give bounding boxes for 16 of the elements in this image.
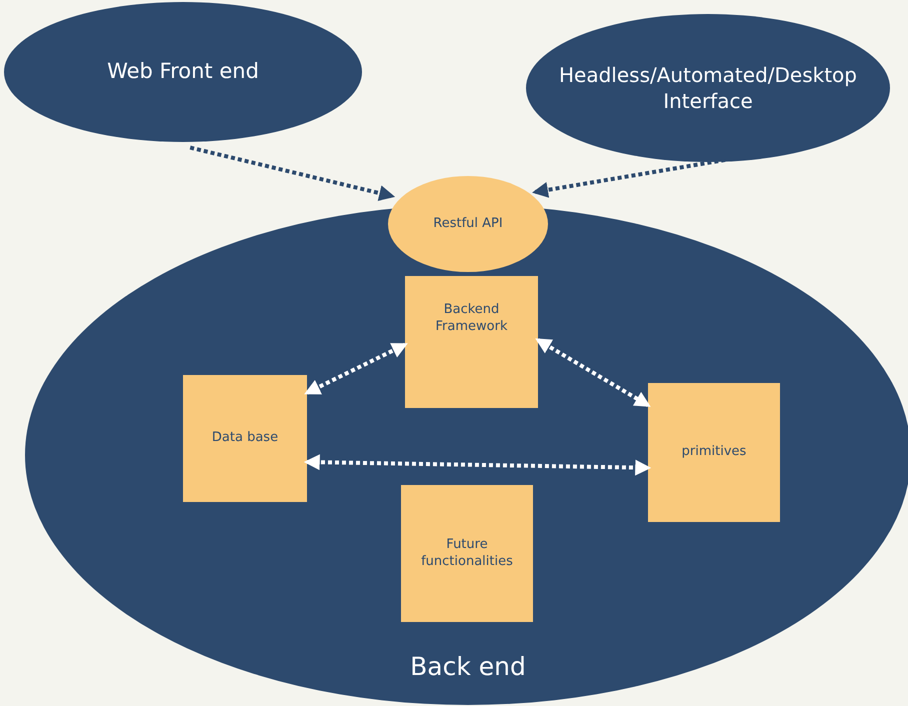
node-label: Backend Framework [434, 302, 508, 336]
node-label: Headless/Automated/Desktop Interface [558, 62, 858, 114]
arrow [304, 454, 652, 476]
node-label: Restful API [433, 216, 503, 232]
process-box [401, 485, 533, 622]
node-label: Future functionalities [420, 536, 514, 570]
node-label: Web Front end [107, 58, 259, 86]
node-label: primitives [682, 444, 746, 461]
node-label: Back end [410, 650, 526, 682]
node-label: Data base [212, 430, 278, 447]
process-box [183, 375, 307, 502]
process-box [405, 276, 538, 408]
process-box [648, 383, 780, 522]
arrow [535, 338, 651, 407]
arrow [190, 146, 396, 201]
arrow [304, 342, 408, 395]
